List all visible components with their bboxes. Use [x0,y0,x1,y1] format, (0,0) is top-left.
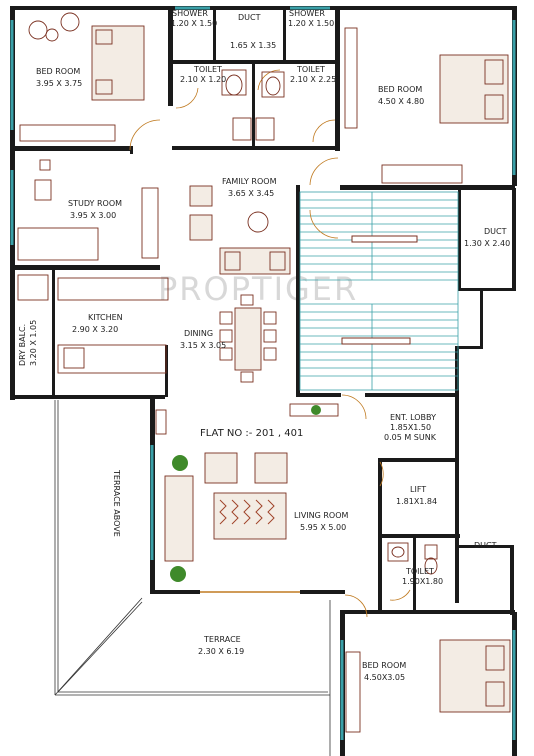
doors [129,69,411,618]
duct-bottom-name: DUCT [474,541,497,550]
living-room-name: LIVING ROOM [294,511,349,520]
duct-top-size: 1.65 X 1.35 [230,41,276,50]
shower-right-size: 1.20 X 1.50 [288,19,334,28]
windows [10,6,516,740]
furniture [17,12,511,733]
shower-left-name: SHOWER [172,9,208,18]
dining-name: DINING [184,329,213,338]
terrace-size: 2.30 X 6.19 [198,647,244,656]
bed-room-2-name: BED ROOM [378,85,422,94]
bed-room-3-size: 4.50X3.05 [364,673,405,682]
duct-right-size: 1.30 X 2.40 [464,239,510,248]
toilet-right-name: TOILET [296,65,325,74]
dining-size: 3.15 X 3.05 [180,341,226,350]
bed-room-2-size: 4.50 X 4.80 [378,97,424,106]
staircase [299,191,459,391]
toilet-left-name: TOILET [193,65,222,74]
plants [170,405,321,582]
watermark: PROPTIGER [158,270,358,308]
kitchen-size: 2.90 X 3.20 [72,325,118,334]
terrace-outline [54,400,331,756]
kitchen-name: KITCHEN [88,313,123,322]
family-room-size: 3.65 X 3.45 [228,189,274,198]
toilet-left-size: 2.10 X 1.20 [180,75,226,84]
study-room-size: 3.95 X 3.00 [70,211,116,220]
living-room-size: 5.95 X 5.00 [300,523,346,532]
bed-room-3-name: BED ROOM [362,661,406,670]
terrace-name: TERRACE [203,635,241,644]
ent-lobby-name: ENT. LOBBY [390,413,436,422]
dry-balc-size: 3.20 X 1.05 [29,320,38,366]
room-labels: BED ROOM 3.95 X 3.75 SHOWER 1.20 X 1.50 … [18,9,510,682]
ent-lobby-note: 0.05 M SUNK [384,433,437,442]
shower-right-name: SHOWER [289,9,325,18]
toilet-bottom-size: 1.90X1.80 [402,577,443,586]
toilet-bottom-name: TOILET [405,567,434,576]
bed-room-1-name: BED ROOM [36,67,80,76]
family-room-name: FAMILY ROOM [222,177,277,186]
duct-right-name: DUCT [484,227,507,236]
dry-balc-name: DRY BALC. [18,324,27,366]
lift-name: LIFT [410,485,426,494]
bed-room-1-size: 3.95 X 3.75 [36,79,82,88]
toilet-right-size: 2.10 X 2.25 [290,75,336,84]
shower-left-size: 1.20 X 1.50 [171,19,217,28]
ent-lobby-size: 1.85X1.50 [390,423,431,432]
duct-top-name: DUCT [238,13,261,22]
study-room-name: STUDY ROOM [68,199,122,208]
flat-number-label: FLAT NO :- 201 , 401 [200,428,303,439]
lift-size: 1.81X1.84 [396,497,437,506]
terrace-above-name: TERRACE ABOVE [112,469,121,537]
